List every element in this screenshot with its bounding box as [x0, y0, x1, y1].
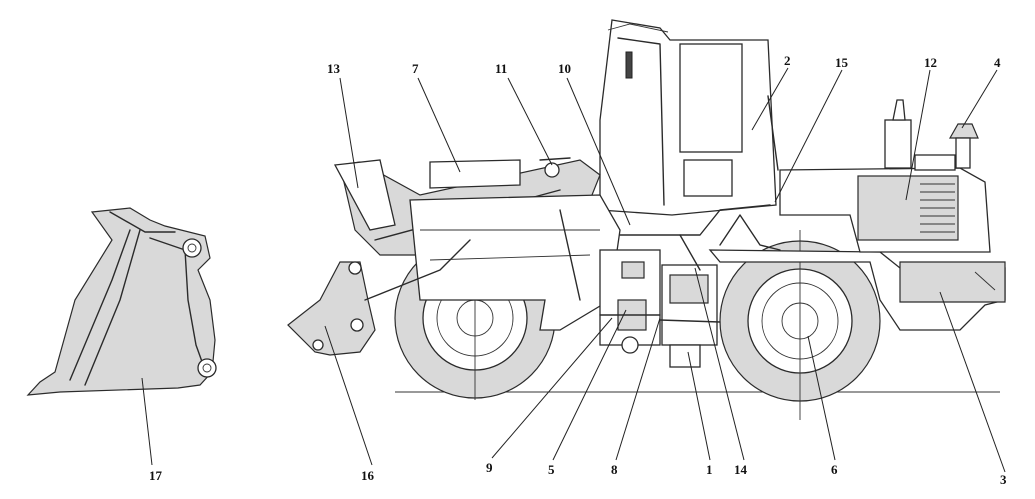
drive-train — [599, 204, 781, 368]
callout-6: 6 — [831, 462, 838, 477]
callout-12: 12 — [924, 55, 937, 70]
mounted-bucket — [287, 239, 471, 356]
callout-8: 8 — [611, 462, 618, 477]
callout-4: 4 — [994, 55, 1001, 70]
callout-10: 10 — [558, 61, 571, 76]
callout-7: 7 — [412, 61, 419, 76]
callout-11: 11 — [495, 61, 507, 76]
callout-labels: 13 7 11 10 2 15 12 4 17 16 9 5 8 1 14 6 … — [149, 53, 1007, 487]
callout-3: 3 — [1000, 472, 1007, 487]
callout-9: 9 — [486, 460, 493, 475]
callout-16: 16 — [361, 468, 375, 483]
front-frame — [409, 194, 621, 331]
callout-17: 17 — [149, 468, 163, 483]
callout-13: 13 — [327, 61, 341, 76]
cab — [599, 19, 779, 216]
callout-5: 5 — [548, 462, 555, 477]
callout-15: 15 — [835, 55, 849, 70]
callout-1: 1 — [706, 462, 713, 477]
callout-2: 2 — [784, 53, 791, 68]
detached-bucket-drawing — [26, 207, 217, 396]
callout-14: 14 — [734, 462, 748, 477]
leader-lines — [141, 67, 1006, 473]
engine-hood — [779, 99, 991, 253]
rear-frame-counterweight — [708, 249, 1006, 331]
